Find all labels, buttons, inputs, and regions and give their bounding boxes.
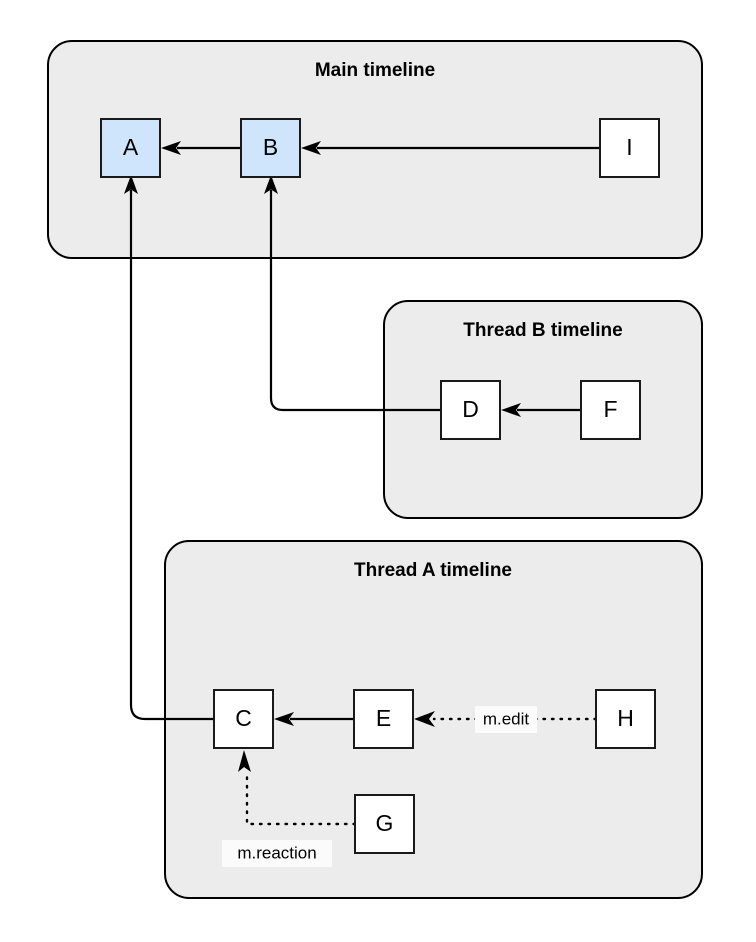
edge-i-to-b-arrowhead — [301, 141, 321, 155]
node-d[interactable]: D — [440, 380, 501, 440]
node-a[interactable]: A — [100, 118, 161, 178]
edge-f-to-d-arrowhead — [501, 403, 521, 417]
edge-g-to-c[interactable]: m.reaction — [222, 750, 357, 867]
group-main-timeline-box — [47, 40, 703, 259]
edge-i-to-b[interactable] — [301, 141, 600, 155]
node-a-label: A — [123, 134, 139, 160]
node-h-label: H — [617, 705, 634, 731]
edge-g-to-c-label: m.reaction — [237, 843, 316, 862]
edge-h-to-e-arrowhead — [414, 711, 435, 727]
node-f-label: F — [603, 396, 617, 422]
edge-d-to-b[interactable] — [264, 175, 441, 412]
node-g-label: G — [376, 810, 394, 836]
group-main-timeline[interactable]: Main timeline — [47, 40, 703, 259]
edge-d-to-b-line — [269, 190, 441, 412]
edge-b-to-a[interactable] — [161, 141, 241, 155]
node-c[interactable]: C — [213, 689, 274, 749]
node-f[interactable]: F — [580, 380, 641, 440]
edge-c-to-a[interactable] — [124, 175, 214, 721]
group-thread-b-timeline-title: Thread B timeline — [463, 320, 622, 341]
node-c-label: C — [235, 705, 252, 731]
group-thread-a-timeline-title: Thread A timeline — [354, 560, 512, 581]
edge-f-to-d[interactable] — [501, 403, 581, 417]
group-main-timeline-title: Main timeline — [315, 60, 435, 81]
node-b-label: B — [263, 134, 278, 160]
edge-g-to-c-arrowhead — [238, 750, 251, 772]
edge-g-to-c-line — [245, 770, 357, 826]
edge-c-to-a-arrowhead — [124, 175, 138, 194]
edge-c-to-a-line — [129, 190, 214, 721]
node-d-box — [440, 380, 501, 440]
edge-b-to-a-arrowhead — [161, 141, 181, 155]
node-i[interactable]: I — [599, 118, 660, 178]
node-h-box — [595, 689, 656, 749]
edge-d-to-b-arrowhead — [264, 175, 278, 194]
node-b[interactable]: B — [240, 118, 301, 178]
edge-h-to-e-label: m.edit — [483, 709, 530, 728]
edge-e-to-c-arrowhead — [274, 712, 294, 726]
node-a-box — [100, 118, 161, 178]
node-i-label: I — [626, 134, 632, 160]
edge-g-to-c-label-bg — [222, 840, 332, 867]
edge-h-to-e-label-bg — [475, 706, 537, 733]
node-g-box — [354, 794, 415, 854]
node-d-label: D — [462, 396, 479, 422]
edge-h-to-e[interactable]: m.edit — [414, 706, 598, 733]
node-h[interactable]: H — [595, 689, 656, 749]
node-e-label: E — [376, 705, 391, 731]
node-i-box — [599, 118, 660, 178]
edge-e-to-c[interactable] — [274, 712, 354, 726]
node-c-box — [213, 689, 274, 749]
node-g[interactable]: G — [354, 794, 415, 854]
node-f-box — [580, 380, 641, 440]
node-e[interactable]: E — [353, 689, 414, 749]
node-b-box — [240, 118, 301, 178]
node-e-box — [353, 689, 414, 749]
